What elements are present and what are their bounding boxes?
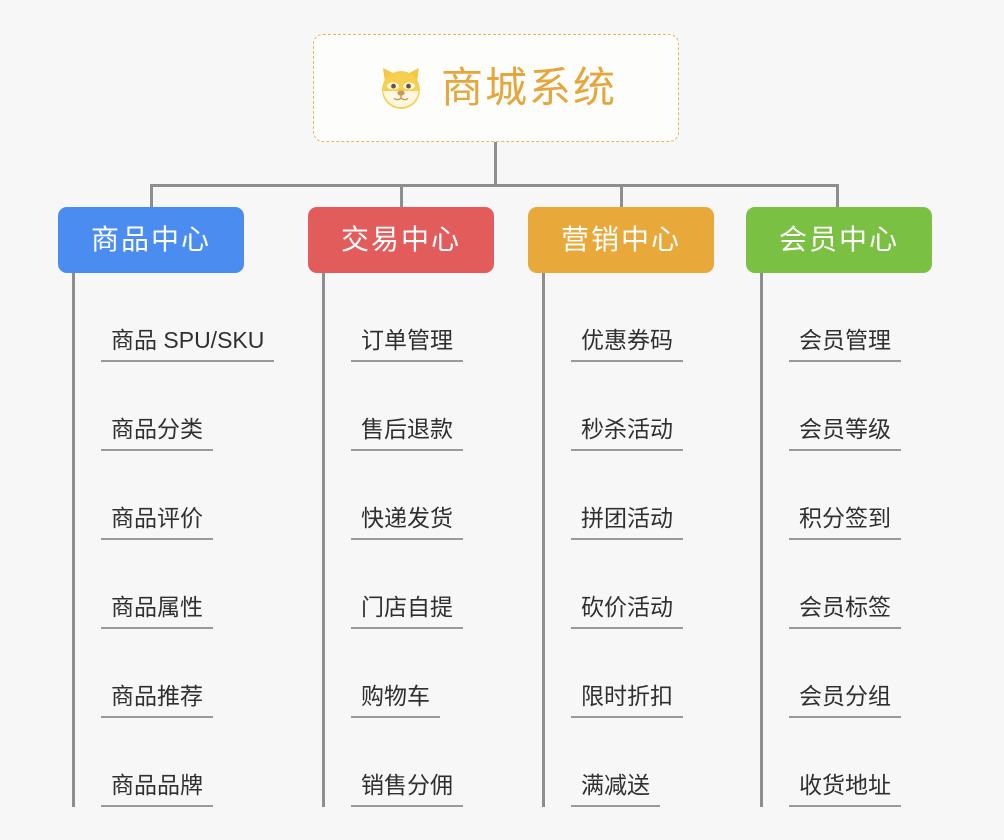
list-item[interactable]: 商品 SPU/SKU [75, 273, 275, 362]
leaf-label: 砍价活动 [571, 594, 683, 629]
list-item[interactable]: 购物车 [325, 629, 494, 718]
leaf-label: 收货地址 [789, 772, 901, 807]
list-item[interactable]: 会员等级 [763, 362, 932, 451]
list-item[interactable]: 订单管理 [325, 273, 494, 362]
branch-body-marketing-center: 优惠券码 秒杀活动 拼团活动 砍价活动 限时折扣 满减送 [542, 273, 714, 807]
list-item[interactable]: 快递发货 [325, 451, 494, 540]
connector-horizontal-bus [150, 184, 839, 187]
leaf-label: 门店自提 [351, 594, 463, 629]
leaf-label: 商品评价 [101, 505, 213, 540]
leaf-label: 售后退款 [351, 416, 463, 451]
branch-trade-center: 交易中心 订单管理 售后退款 快递发货 门店自提 购物车 销售分佣 [308, 207, 494, 807]
leaf-label: 满减送 [571, 772, 660, 807]
branch-header-trade-center[interactable]: 交易中心 [308, 207, 494, 273]
leaf-label: 商品分类 [101, 416, 213, 451]
leaf-label: 优惠券码 [571, 327, 683, 362]
list-item[interactable]: 秒杀活动 [545, 362, 714, 451]
leaf-label: 快递发货 [351, 505, 463, 540]
branch-header-label: 营销中心 [560, 224, 681, 255]
leaf-label: 秒杀活动 [571, 416, 683, 451]
leaf-label: 商品推荐 [101, 683, 213, 718]
connector-drop-member-center [836, 184, 839, 209]
leaf-label: 拼团活动 [571, 505, 683, 540]
branch-body-member-center: 会员管理 会员等级 积分签到 会员标签 会员分组 收货地址 [760, 273, 932, 807]
list-item[interactable]: 收货地址 [763, 718, 932, 807]
branch-header-marketing-center[interactable]: 营销中心 [528, 207, 714, 273]
list-item[interactable]: 会员管理 [763, 273, 932, 362]
branch-body-trade-center: 订单管理 售后退款 快递发货 门店自提 购物车 销售分佣 [322, 273, 494, 807]
list-item[interactable]: 商品评价 [75, 451, 244, 540]
connector-root-stem [494, 142, 497, 186]
leaf-label: 销售分佣 [351, 772, 463, 807]
connector-drop-product-center [150, 184, 153, 209]
leaf-label: 商品属性 [101, 594, 213, 629]
list-item[interactable]: 拼团活动 [545, 451, 714, 540]
branch-header-product-center[interactable]: 商品中心 [58, 207, 244, 273]
leaf-label: 会员等级 [789, 416, 901, 451]
list-item[interactable]: 售后退款 [325, 362, 494, 451]
shiba-dog-face-icon [375, 62, 427, 114]
list-item[interactable]: 会员标签 [763, 540, 932, 629]
list-item[interactable]: 限时折扣 [545, 629, 714, 718]
list-item[interactable]: 满减送 [545, 718, 714, 807]
branch-header-label: 交易中心 [340, 224, 461, 255]
leaf-label: 订单管理 [351, 327, 463, 362]
leaf-label: 积分签到 [789, 505, 901, 540]
leaf-label: 商品品牌 [101, 772, 213, 807]
list-item[interactable]: 销售分佣 [325, 718, 494, 807]
list-item[interactable]: 商品推荐 [75, 629, 244, 718]
list-item[interactable]: 会员分组 [763, 629, 932, 718]
list-item[interactable]: 商品属性 [75, 540, 244, 629]
branch-marketing-center: 营销中心 优惠券码 秒杀活动 拼团活动 砍价活动 限时折扣 满减送 [528, 207, 714, 807]
leaf-label: 会员分组 [789, 683, 901, 718]
branch-header-member-center[interactable]: 会员中心 [746, 207, 932, 273]
list-item[interactable]: 商品品牌 [75, 718, 244, 807]
list-item[interactable]: 门店自提 [325, 540, 494, 629]
leaf-label: 限时折扣 [571, 683, 683, 718]
branch-product-center: 商品中心 商品 SPU/SKU 商品分类 商品评价 商品属性 商品推荐 商品品牌 [58, 207, 275, 807]
list-item[interactable]: 积分签到 [763, 451, 932, 540]
branch-header-label: 商品中心 [90, 224, 211, 255]
branch-header-label: 会员中心 [778, 224, 899, 255]
leaf-label: 商品 SPU/SKU [101, 327, 275, 362]
leaf-label: 会员管理 [789, 327, 901, 362]
root-title: 商城系统 [440, 64, 617, 111]
list-item[interactable]: 优惠券码 [545, 273, 714, 362]
connector-drop-marketing-center [620, 184, 623, 209]
branch-body-product-center: 商品 SPU/SKU 商品分类 商品评价 商品属性 商品推荐 商品品牌 [72, 273, 275, 807]
root-node-mall-system[interactable]: 商城系统 [313, 34, 679, 142]
connector-drop-trade-center [400, 184, 403, 209]
branch-member-center: 会员中心 会员管理 会员等级 积分签到 会员标签 会员分组 收货地址 [746, 207, 932, 807]
leaf-label: 会员标签 [789, 594, 901, 629]
list-item[interactable]: 砍价活动 [545, 540, 714, 629]
list-item[interactable]: 商品分类 [75, 362, 244, 451]
leaf-label: 购物车 [351, 683, 440, 718]
